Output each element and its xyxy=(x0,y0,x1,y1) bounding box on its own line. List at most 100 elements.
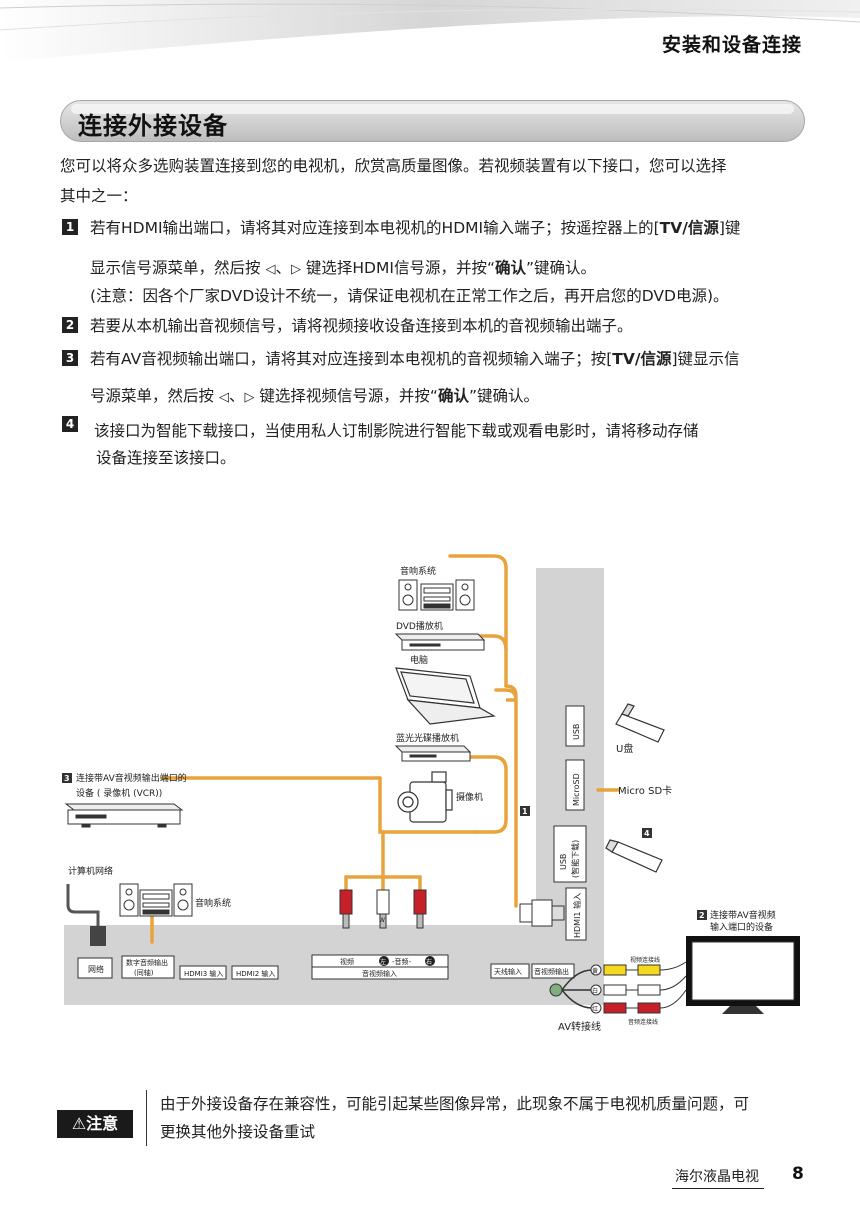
rca-white-marker xyxy=(590,984,602,996)
port-left-label: 左 xyxy=(380,958,386,966)
microsd-card-label: Micro SD卡 xyxy=(618,784,672,797)
rca-plugs xyxy=(339,889,427,929)
rca-w-label: W xyxy=(379,917,385,924)
port-digital-audio-label-1: 数字音频输出 xyxy=(126,958,168,967)
rca-yellow-label: 黄 xyxy=(592,967,598,975)
port-right-label: 右 xyxy=(426,958,432,966)
audio-system-left-icon xyxy=(119,883,193,917)
left-arrow-icon: ◁ xyxy=(218,390,229,405)
bluray-player-icon xyxy=(394,745,472,762)
rca-connector-pairs xyxy=(603,964,661,1014)
footer-brand: 海尔液晶电视 xyxy=(675,1169,759,1185)
av-jack xyxy=(549,983,563,997)
notice-divider xyxy=(146,1090,147,1146)
usb-smart-port-label-2: (智能下载) xyxy=(570,840,580,878)
port-hdmi3-label: HDMI3 输入 xyxy=(184,969,223,978)
connection-diagram: 音响系统 DVD播放机 电脑 蓝光光碟播放机 摄像机 3 连 xyxy=(62,554,800,1033)
callout-2-number: 2 xyxy=(699,911,705,920)
item-3-line-2: 号源菜单，然后按 ◁、▷ 键选择视频信号源，并按“确认”键确认。 xyxy=(90,387,539,405)
port-network-label: 网络 xyxy=(88,964,104,974)
tv-icon xyxy=(686,936,800,1014)
av-adapter-label: AV转接线 xyxy=(558,1020,601,1033)
item-number: 3 xyxy=(62,350,78,366)
audio-system-icon xyxy=(398,579,475,611)
hdmi-plug-icon xyxy=(519,899,565,927)
port-video-label: 视频 xyxy=(340,957,354,966)
item-4-line-1: 该接口为智能下载接口，当使用私人订制影院进行智能下载或观看电影时，请将移动存储 xyxy=(94,422,699,440)
footer-underline xyxy=(672,1188,764,1189)
port-left-marker xyxy=(379,956,389,966)
rca-white-label: 白 xyxy=(592,987,598,995)
item-number: 2 xyxy=(62,317,78,333)
port-audio-label: -音频- xyxy=(392,957,412,966)
vcr-caption-1: 连接带AV音视频输出端口的 xyxy=(76,772,187,784)
item-1-line-2: 显示信号源菜单，然后按 ◁、▷ 键选择HDMI信号源，并按“确认”键确认。 xyxy=(90,259,597,277)
microsd-port-label: MicroSD xyxy=(572,773,581,806)
bluray-label: 蓝光光碟播放机 xyxy=(396,732,459,744)
port-hdmi2-label: HDMI2 输入 xyxy=(236,969,275,978)
intro-line-1: 您可以将众多选购装置连接到您的电视机，欣赏高质量图像。若视频装置有以下接口，您可… xyxy=(60,157,727,175)
notice-line-2: 更换其他外接设备重试 xyxy=(160,1123,316,1141)
callout-4-box xyxy=(642,828,652,838)
header-title: 安装和设备连接 xyxy=(661,34,802,56)
audio-system-left-label: 音响系统 xyxy=(195,897,231,909)
item-1-line-1: 若有HDMI输出端口，请将其对应连接到本电视机的HDMI输入端子；按遥控器上的[… xyxy=(90,219,741,237)
hdmi1-port-label: HDMI1 输入 xyxy=(572,893,582,938)
vcr-caption-2: 设备 ( 录像机 (VCR)) xyxy=(76,787,162,799)
camcorder-label: 摄像机 xyxy=(456,791,483,803)
port-antenna-label: 天线输入 xyxy=(494,967,522,976)
warning-icon: ⚠ xyxy=(71,1114,87,1133)
tv-caption-1: 连接带AV音视频 xyxy=(710,909,776,921)
port-right-marker xyxy=(425,956,435,966)
vcr-icon xyxy=(64,803,184,828)
laptop-icon xyxy=(395,667,496,725)
dvd-label: DVD播放机 xyxy=(396,620,443,632)
notice-line-1: 由于外接设备存在兼容性，可能引起某些图像异常，此现象不属于电视机质量问题，可 xyxy=(160,1095,750,1113)
item-4-line-2: 设备连接至该接口。 xyxy=(96,449,236,467)
callout-4-number: 4 xyxy=(644,829,650,838)
port-digital-audio-label-2: (同轴) xyxy=(134,968,154,977)
usb-smart-port-label-1: USB xyxy=(559,854,568,870)
callout-3-box xyxy=(62,773,72,783)
right-arrow-icon: ▷ xyxy=(244,390,255,405)
video-cable-label: 视频连接线 xyxy=(630,956,660,964)
usb-drive-smart-icon xyxy=(605,839,663,873)
dvd-player-icon xyxy=(394,633,486,651)
notice-badge: ⚠注意 xyxy=(57,1110,133,1138)
side-ports xyxy=(553,705,587,941)
rca-red-label: 红 xyxy=(592,1005,598,1013)
callout-2-box xyxy=(697,910,707,920)
rca-yellow-marker xyxy=(590,964,602,976)
section-bar xyxy=(60,100,805,142)
item-1-line-3: (注意：因各个厂家DVD设计不统一，请保证电视机在正常工作之后，再开启您的DVD… xyxy=(90,287,729,305)
header-swoosh xyxy=(0,0,860,62)
item-2-line-1: 若要从本机输出音视频信号，请将视频接收设备连接到本机的音视频输出端子。 xyxy=(90,317,633,335)
port-av-in-label: 音视频输入 xyxy=(362,969,397,978)
camcorder-icon xyxy=(397,771,453,823)
item-number: 1 xyxy=(62,219,78,235)
intro-line-2: 其中之一： xyxy=(60,187,138,205)
rca-red-marker xyxy=(590,1002,602,1014)
page-number: 8 xyxy=(792,1164,804,1184)
network-plug xyxy=(90,926,106,946)
av-adapter-cable xyxy=(561,969,593,1009)
network-cable xyxy=(66,884,100,930)
audio-cable-label: 音频连接线 xyxy=(628,1018,658,1026)
callout-1-box xyxy=(520,806,530,816)
computer-label: 电脑 xyxy=(410,654,428,666)
callout-1-number: 1 xyxy=(522,807,528,816)
tv-caption-2: 输入端口的设备 xyxy=(710,921,773,933)
audio-system-label: 音响系统 xyxy=(400,565,436,577)
port-av-out-label: 音视频输出 xyxy=(534,967,569,976)
usb-port-label: USB xyxy=(572,724,581,740)
section-title: 连接外接设备 xyxy=(78,112,228,140)
udisk-label: U盘 xyxy=(616,742,633,755)
tv-side-panel xyxy=(536,568,604,940)
network-caption: 计算机网络 xyxy=(68,865,113,877)
right-arrow-icon: ▷ xyxy=(290,262,301,277)
item-number: 4 xyxy=(62,416,78,432)
usb-drive-icon xyxy=(615,703,665,743)
left-arrow-icon: ◁ xyxy=(265,262,276,277)
item-3-line-1: 若有AV音视频输出端口，请将其对应连接到本电视机的音视频输入端子；按[TV/信源… xyxy=(90,350,740,368)
callout-3-number: 3 xyxy=(64,774,70,783)
